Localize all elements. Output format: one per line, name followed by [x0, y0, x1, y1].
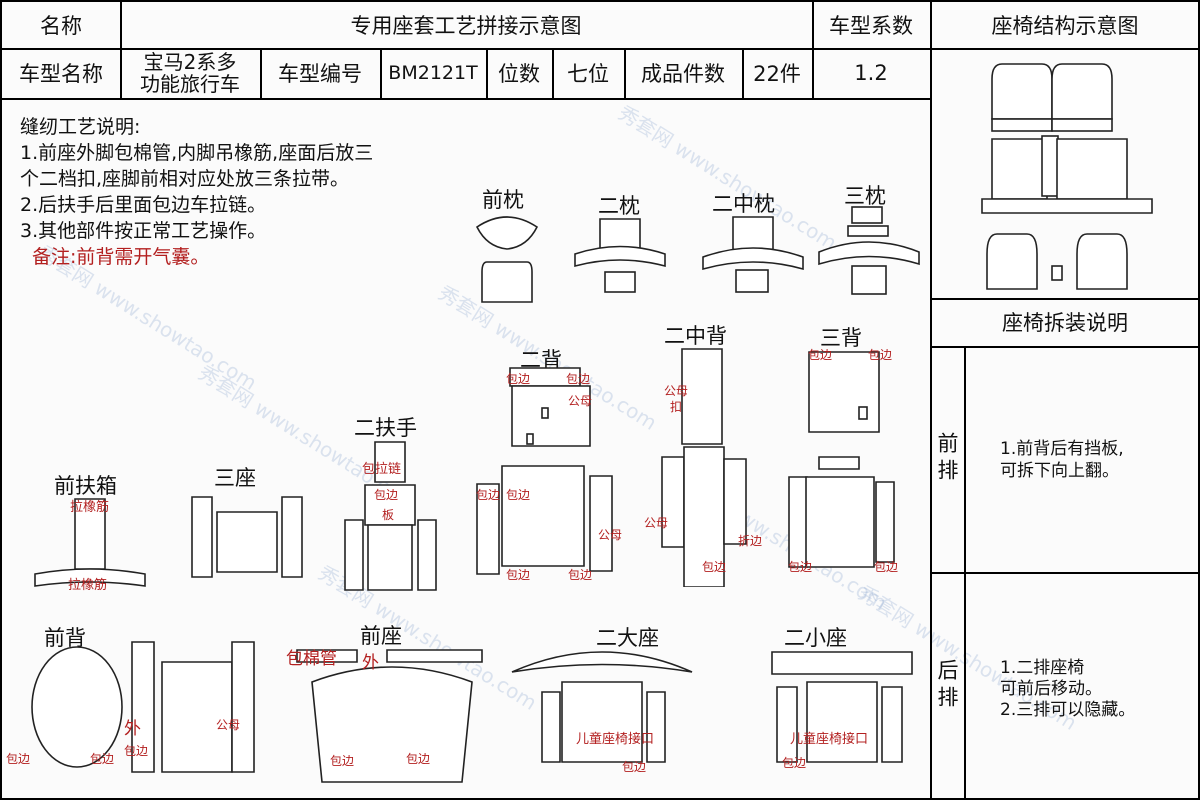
- name-label: 名称: [40, 14, 82, 38]
- child-seat-interface-mark: 儿童座椅接口: [576, 732, 655, 747]
- binding-mark: 包边: [506, 488, 531, 502]
- second-armrest-pattern: [344, 441, 437, 591]
- coef-label: 车型系数: [829, 14, 913, 38]
- buckle-mark: 公母: [568, 394, 593, 408]
- binding-mark: 包边: [374, 488, 399, 502]
- buckle-mark: 公母: [598, 528, 623, 542]
- cotton-pipe-mark: 包棉管: [286, 649, 337, 669]
- front-armbox-label: 前扶箱: [54, 474, 117, 498]
- seats-value: 七位: [567, 62, 609, 86]
- buckle-mark: 公母: [664, 384, 689, 398]
- binding-mark: 包边: [6, 752, 31, 766]
- binding-mark: 包边: [622, 760, 647, 774]
- buckle-mark: 扣: [670, 400, 683, 414]
- notes-line: 1.前座外脚包棉管,内脚吊橡筋,座面后放三: [20, 142, 374, 164]
- model-name: 宝马2系多 功能旅行车: [140, 50, 240, 96]
- notes-title: 缝纫工艺说明:: [20, 116, 141, 138]
- seat-structure-drawing: [981, 63, 1153, 290]
- binding-mark: 包边: [406, 752, 431, 766]
- binding-mark: 包边: [868, 348, 893, 362]
- notes-line: 3.其他部件按正常工艺操作。: [20, 220, 267, 242]
- third-back-pattern: [788, 351, 895, 568]
- front-seat-pattern: [296, 649, 483, 783]
- coef-value: 1.2: [854, 61, 888, 85]
- binding-mark: 包边: [506, 372, 531, 386]
- notes-remark: 备注:前背需开气囊。: [32, 246, 210, 268]
- second-mid-back-pattern: [661, 348, 747, 587]
- front-headrest-pattern: [475, 216, 539, 303]
- front-back-pattern: [31, 641, 255, 773]
- front-row-text: 1.前背后有挡板, 可拆下向上翻。: [1000, 439, 1124, 481]
- pull-chain-mark: 包拉链: [362, 462, 402, 477]
- second-headrest-label: 二枕: [598, 194, 640, 218]
- buckle-mark: 公母: [216, 718, 241, 732]
- board-mark: 板: [382, 508, 395, 522]
- buckle-mark: 公母: [644, 516, 669, 530]
- second-mid-headrest-label: 二中枕: [712, 192, 775, 216]
- front-headrest-label: 前枕: [482, 188, 524, 212]
- fold-mark: 折边: [738, 534, 763, 548]
- binding-mark: 包边: [782, 756, 807, 770]
- binding-mark: 包边: [702, 560, 727, 574]
- pieces-label: 成品件数: [641, 62, 725, 86]
- third-headrest-pattern: [818, 206, 920, 295]
- third-seat-label: 三座: [214, 466, 256, 490]
- seats-label: 位数: [498, 62, 540, 86]
- binding-mark: 包边: [90, 752, 115, 766]
- rear-row-label: 后排: [935, 659, 959, 713]
- pull-elastic-mark: 拉橡筋: [68, 578, 108, 593]
- model-no-label: 车型编号: [278, 62, 362, 86]
- second-armrest-label: 二扶手: [354, 416, 417, 440]
- second-small-seat-label: 二小座: [784, 626, 847, 650]
- binding-mark: 包边: [874, 560, 899, 574]
- model-no: BM2121T: [388, 62, 478, 84]
- child-seat-interface-mark: 儿童座椅接口: [790, 732, 869, 747]
- model-name-label: 车型名称: [19, 62, 103, 86]
- notes-line: 个二档扣,座脚前相对应处放三条拉带。: [20, 168, 350, 190]
- pull-elastic-mark: 拉橡筋: [70, 500, 110, 515]
- binding-mark: 包边: [330, 754, 355, 768]
- second-back-pattern: [476, 367, 613, 575]
- third-headrest-label: 三枕: [844, 184, 886, 208]
- second-big-seat-pattern: [511, 651, 693, 763]
- binding-mark: 包边: [568, 568, 593, 582]
- binding-mark: 包边: [476, 488, 501, 502]
- front-armbox-pattern: [34, 498, 146, 587]
- second-big-seat-label: 二大座: [596, 626, 659, 650]
- second-small-seat-pattern: [771, 651, 913, 763]
- outer-mark: 外: [362, 653, 379, 673]
- front-back-label: 前背: [44, 626, 86, 650]
- second-mid-back-label: 二中背: [664, 324, 727, 348]
- binding-mark: 包边: [566, 372, 591, 386]
- third-back-label: 三背: [820, 326, 862, 350]
- sewing-notes: 缝纫工艺说明: 1.前座外脚包棉管,内脚吊橡筋,座面后放三 个二档扣,座脚前相对…: [20, 114, 373, 270]
- second-headrest-pattern: [574, 218, 666, 293]
- disassembly-title: 座椅拆装说明: [1002, 311, 1128, 335]
- front-seat-label: 前座: [360, 624, 402, 648]
- second-mid-headrest-pattern: [702, 216, 804, 293]
- outer-mark: 外: [124, 719, 141, 739]
- notes-line: 2.后扶手后里面包边车拉链。: [20, 194, 267, 216]
- binding-mark: 包边: [506, 568, 531, 582]
- third-seat-pattern: [191, 496, 303, 578]
- doc-title: 专用座套工艺拼接示意图: [350, 14, 582, 38]
- binding-mark: 包边: [124, 744, 149, 758]
- seat-structure-title: 座椅结构示意图: [991, 14, 1139, 38]
- binding-mark: 包边: [788, 560, 813, 574]
- binding-mark: 包边: [808, 348, 833, 362]
- pieces-value: 22件: [753, 62, 801, 86]
- rear-row-text: 1.二排座椅 可前后移动。 2.三排可以隐藏。: [1000, 658, 1136, 720]
- front-row-label: 前排: [935, 432, 959, 486]
